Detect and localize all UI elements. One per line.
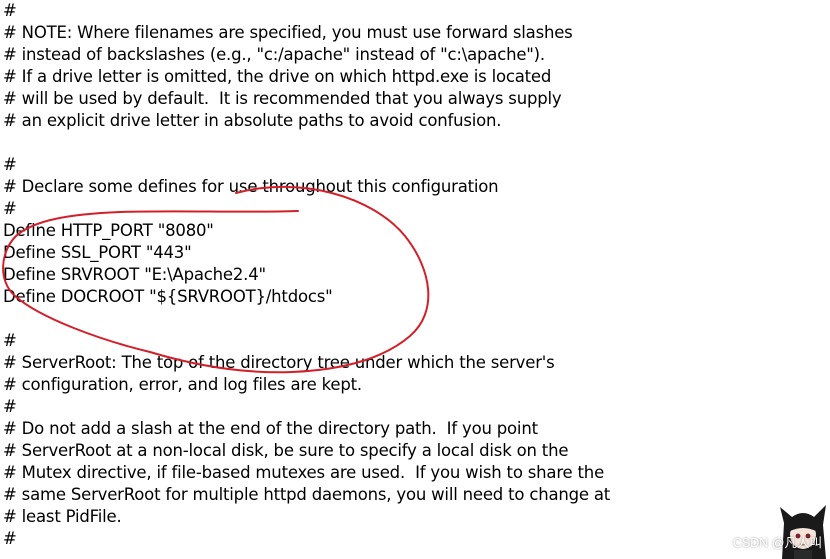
comment-line: # [3, 199, 17, 218]
comment-line: # If a drive letter is omitted, the driv… [3, 67, 552, 86]
comment-line: # [3, 529, 17, 548]
comment-line: # [3, 331, 17, 350]
comment-line: # instead of backslashes (e.g., "c:/apac… [3, 45, 545, 64]
define-ssl-port-line: Define SSL_PORT "443" [3, 243, 192, 262]
comment-line: # an explicit drive letter in absolute p… [3, 111, 502, 130]
comment-line: # ServerRoot: The top of the directory t… [3, 353, 555, 372]
config-file-text: # # NOTE: Where filenames are specified,… [3, 0, 823, 550]
comment-line: # NOTE: Where filenames are specified, y… [3, 23, 573, 42]
define-docroot-line: Define DOCROOT "${SRVROOT}/htdocs" [3, 287, 333, 306]
comment-line: # [3, 1, 17, 20]
avatar [776, 501, 830, 559]
comment-line: # least PidFile. [3, 507, 122, 526]
comment-line: # same ServerRoot for multiple httpd dae… [3, 485, 611, 504]
comment-line: # Declare some defines for use throughou… [3, 177, 499, 196]
comment-line: # Do not add a slash at the end of the d… [3, 419, 538, 438]
comment-line: # [3, 155, 17, 174]
comment-line: # Mutex directive, if file-based mutexes… [3, 463, 605, 482]
blank-line [3, 308, 823, 330]
blank-line [3, 132, 823, 154]
comment-line: # ServerRoot at a non-local disk, be sur… [3, 441, 569, 460]
define-http-port-line: Define HTTP_PORT "8080" [3, 221, 214, 240]
comment-line: # configuration, error, and log files ar… [3, 375, 362, 394]
csdn-watermark: CSDN @凡人叫 [732, 536, 822, 550]
comment-line: # [3, 397, 17, 416]
comment-line: # will be used by default. It is recomme… [3, 89, 562, 108]
define-srvroot-line: Define SRVROOT "E:\Apache2.4" [3, 265, 266, 284]
